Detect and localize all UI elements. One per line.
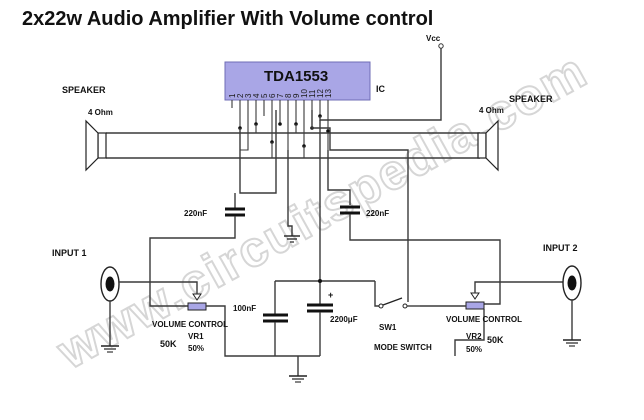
mode-switch-wire <box>311 110 409 302</box>
speaker-left-label: SPEAKER <box>62 85 106 95</box>
sw1-ref: SW1 <box>379 323 397 332</box>
speaker-right-impedance: 4 Ohm <box>479 106 504 115</box>
vr2-value: 50K <box>487 335 504 345</box>
ic-pin-label: 12 <box>316 89 325 98</box>
vcc-supply: Vcc <box>319 34 444 121</box>
input-1-jack: INPUT 1 <box>52 248 150 353</box>
ground-ic <box>284 150 300 243</box>
input-2-jack: INPUT 2 <box>543 243 582 347</box>
pin-junctions <box>238 114 330 148</box>
cap-2200u-polarity: + <box>328 290 333 300</box>
input-1-label: INPUT 1 <box>52 248 87 258</box>
speaker-right-label: SPEAKER <box>509 94 553 104</box>
speaker-left-impedance: 4 Ohm <box>88 108 113 117</box>
volume-control-vr1[interactable]: VOLUME CONTROL VR1 50K 50% <box>150 281 320 357</box>
ic-pin-label: 11 <box>308 89 317 98</box>
input-2-label: INPUT 2 <box>543 243 578 253</box>
ic-pin-label: 8 <box>284 93 293 98</box>
mode-switch-label: MODE SWITCH <box>374 343 432 352</box>
ic-body <box>224 61 371 101</box>
ic-pin-label: 6 <box>268 93 277 98</box>
vr1-value: 50K <box>160 339 177 349</box>
ic-pin-label: 13 <box>324 89 333 98</box>
vr2-label: VOLUME CONTROL <box>446 315 522 324</box>
vr2-ref: VR2 <box>466 332 482 341</box>
ic-pin-label: 7 <box>276 93 285 98</box>
ic-pin-label: 3 <box>244 93 253 98</box>
diagram-title: 2x22w Audio Amplifier With Volume contro… <box>22 8 433 30</box>
volume-control-vr2[interactable]: VOLUME CONTROL VR2 50K 50% <box>420 281 565 356</box>
vr2-taper: 50% <box>466 345 482 354</box>
right-input-cap: 220nF <box>327 150 501 305</box>
vr1-taper: 50% <box>188 344 204 353</box>
vcc-label: Vcc <box>426 34 441 43</box>
ic-pin-label: 2 <box>236 93 245 98</box>
mode-switch-sw1[interactable]: SW1 MODE SWITCH <box>374 281 432 352</box>
ic-pin-label: 10 <box>300 89 309 98</box>
ic-pin-label: 9 <box>292 93 301 98</box>
ic-label: TDA1553 <box>264 68 328 85</box>
cap-2200u-label: 2200μF <box>330 315 358 324</box>
ic-pin-label: 4 <box>252 93 261 98</box>
speaker-right: SPEAKER 4 Ohm <box>477 94 553 172</box>
ic-pin-leads <box>231 100 329 150</box>
speaker-left: SPEAKER 4 Ohm <box>62 85 113 172</box>
cap-right-label: 220nF <box>366 209 389 218</box>
ic-tag: IC <box>376 84 386 94</box>
ic-pin-label: 1 <box>228 93 237 98</box>
cap-left-label: 220nF <box>184 209 207 218</box>
vr1-label: VOLUME CONTROL <box>152 320 228 329</box>
supply-decoupling: 100nF + 2200μF <box>233 120 375 383</box>
left-input-cap: 220nF <box>149 110 277 307</box>
speaker-wiring <box>106 124 480 159</box>
ic-pin-label: 5 <box>260 93 269 98</box>
vr1-ref: VR1 <box>188 332 204 341</box>
cap-100n-label: 100nF <box>233 304 256 313</box>
